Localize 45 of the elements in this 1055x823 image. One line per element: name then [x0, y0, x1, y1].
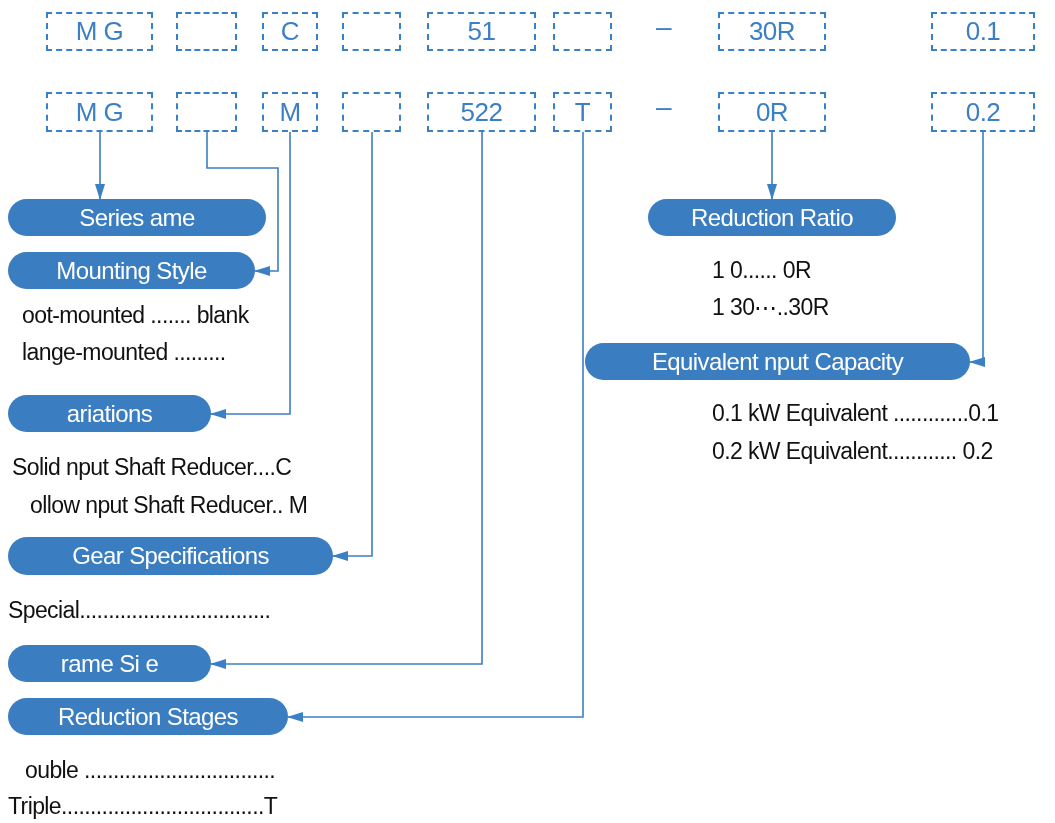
code-box [176, 12, 237, 51]
code-box: M G [46, 12, 153, 51]
option-text: 0.2 kW Equivalent............ 0.2 [712, 438, 993, 464]
separator-dash: – [656, 14, 671, 40]
category-pill: Gear Specifications [8, 537, 333, 575]
code-box: C [262, 12, 318, 51]
option-text: 1 30⋯..30R [712, 294, 829, 320]
code-box: M [262, 92, 318, 132]
code-box [342, 92, 401, 132]
category-pill: rame Si e [8, 645, 211, 682]
category-pill: Reduction Ratio [648, 199, 896, 236]
option-text: lange-mounted ......... [22, 339, 226, 365]
code-box: 0.1 [931, 12, 1035, 51]
option-text: ouble ................................. [25, 757, 276, 783]
separator-dash: – [656, 94, 671, 120]
leader-arrow [969, 131, 985, 367]
code-box: 30R [718, 12, 826, 51]
category-pill: Mounting Style [8, 252, 255, 289]
leader-arrow [287, 131, 584, 722]
code-box: 522 [427, 92, 536, 132]
code-box: M G [46, 92, 153, 132]
code-box [553, 12, 612, 51]
code-box: 51 [427, 12, 536, 51]
category-pill: Reduction Stages [8, 698, 288, 735]
code-box: T [553, 92, 612, 132]
option-text: 0.1 kW Equivalent .............0.1 [712, 400, 999, 426]
category-pill: Equivalent nput Capacity [585, 343, 970, 380]
category-pill: Series ame [8, 199, 266, 236]
leader-arrow [206, 131, 279, 276]
leader-arrow [767, 131, 777, 200]
leader-arrow [332, 131, 373, 561]
option-text: oot-mounted ....... blank [22, 302, 249, 328]
option-text: 1 0...... 0R [712, 257, 811, 283]
option-text: Special................................. [8, 597, 271, 623]
code-box: 0.2 [931, 92, 1035, 132]
code-box [176, 92, 237, 132]
category-pill: ariations [8, 395, 211, 432]
code-box [342, 12, 401, 51]
option-text: Triple...................................T [8, 793, 278, 819]
leader-arrow [95, 131, 105, 200]
code-box: 0R [718, 92, 826, 132]
leader-arrow [210, 131, 291, 419]
option-text: ollow nput Shaft Reducer.. M [30, 492, 308, 518]
leader-arrow [210, 131, 483, 669]
option-text: Solid nput Shaft Reducer....C [12, 454, 292, 480]
